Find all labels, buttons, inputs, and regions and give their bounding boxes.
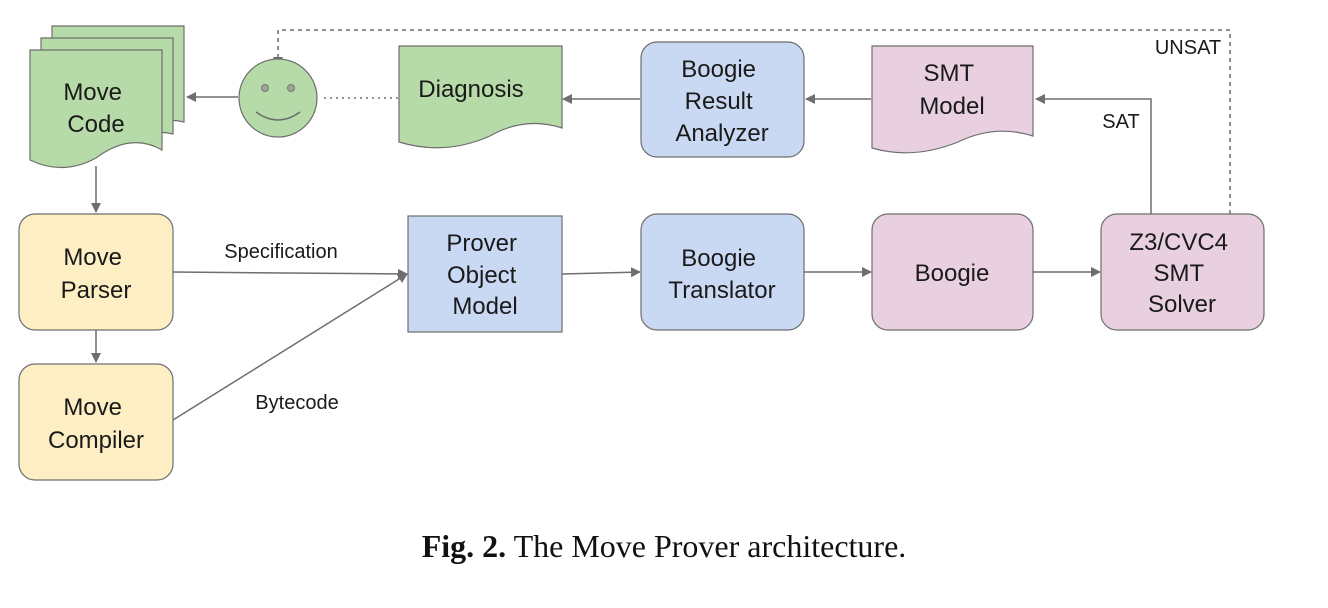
bytecode-label: Bytecode — [255, 392, 338, 414]
smt-model-node — [871, 45, 1034, 154]
move-code-label: Move Code — [63, 79, 128, 138]
move-code-node — [29, 25, 185, 169]
caption-label: Fig. 2. — [421, 528, 507, 564]
move-parser-node — [18, 213, 174, 331]
move-compiler-node — [18, 363, 174, 481]
boogie-translator-node — [640, 213, 805, 331]
boogie-result-analyzer-label: Boogie Result Analyzer — [675, 56, 768, 147]
caption-text: The Move Prover architecture. — [513, 528, 907, 564]
smt-solver-node — [1100, 213, 1265, 331]
boogie-translator-label: Boogie Translator — [668, 245, 775, 304]
specification-label: Specification — [224, 241, 337, 263]
edge-sat — [1035, 94, 1152, 214]
node-labels: Move Code Diagnosis Boogie Result Analyz… — [48, 56, 1234, 454]
prover-object-model-label: Prover Object Model — [446, 230, 523, 320]
edge-unsat — [273, 29, 1231, 214]
unsat-label: UNSAT — [1155, 37, 1221, 59]
diagnosis-label: Diagnosis — [418, 76, 523, 103]
edge-labels: Specification Bytecode SAT UNSAT — [224, 37, 1221, 414]
figure-caption: Fig. 2. The Move Prover architecture. — [0, 528, 1328, 565]
edge-bytecode — [172, 273, 408, 421]
diagnosis-node — [398, 45, 563, 149]
boogie-result-analyzer-node — [640, 41, 805, 158]
edges — [91, 29, 1231, 421]
boogie-node — [871, 213, 1034, 331]
nodes — [18, 25, 1265, 481]
move-compiler-label: Move Compiler — [48, 394, 144, 454]
move-parser-label: Move Parser — [61, 244, 132, 304]
architecture-diagram: Move Code Diagnosis Boogie Result Analyz… — [18, 25, 1265, 481]
edge-model-to-translator — [561, 267, 641, 278]
smt-solver-label: Z3/CVC4 SMT Solver — [1129, 229, 1234, 318]
boogie-label: Boogie — [915, 260, 990, 287]
smt-model-label: SMT Model — [919, 60, 984, 120]
sat-label: SAT — [1102, 111, 1139, 133]
prover-object-model-node — [407, 215, 563, 333]
user-smiley-icon — [238, 58, 318, 138]
edge-specification — [172, 268, 408, 279]
